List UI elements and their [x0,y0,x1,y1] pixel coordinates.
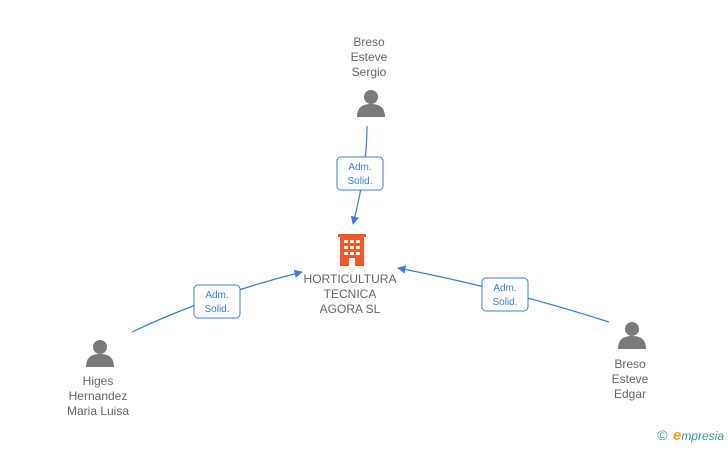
person-name-line: Sergio [352,65,387,79]
company-node[interactable]: HORTICULTURA TECNICA AGORA SL [304,234,397,316]
person-name-line: Breso [614,357,646,371]
relation-label-line: Solid. [347,176,372,187]
person-node-left[interactable]: Higes Hernandez Maria Luisa [67,340,129,418]
person-name-line: Breso [353,35,385,49]
person-icon [618,322,646,349]
person-icon [86,340,114,367]
relation-badge-left[interactable]: Adm. Solid. [193,284,241,319]
person-icon [357,90,385,117]
copyright-symbol: © [657,427,668,443]
person-node-top[interactable]: Breso Esteve Sergio [351,35,388,117]
relation-label-line: Solid. [204,304,229,315]
empresia-logo-icon: e [672,427,682,444]
person-name-line: Higes [83,374,114,388]
relation-label-line: Adm. [205,290,228,301]
person-node-right[interactable]: Breso Esteve Edgar [612,322,649,401]
person-name-line: Esteve [351,50,388,64]
company-name-line: TECNICA [324,287,377,301]
person-name-line: Maria Luisa [67,404,129,418]
empresia-watermark: © empresia [657,427,724,444]
relation-label-line: Adm. [493,283,516,294]
relation-badge-top[interactable]: Adm. Solid. [336,156,384,191]
building-icon [338,234,366,266]
relation-label-line: Adm. [348,162,371,173]
relation-label-line: Solid. [492,297,517,308]
person-name-line: Esteve [612,372,649,386]
relation-badge-right[interactable]: Adm. Solid. [481,277,529,312]
person-name-line: Edgar [614,387,646,401]
person-name-line: Hernandez [69,389,128,403]
company-name-line: AGORA SL [320,302,381,316]
brand-name: mpresia [681,429,724,443]
company-name-line: HORTICULTURA [304,272,397,286]
